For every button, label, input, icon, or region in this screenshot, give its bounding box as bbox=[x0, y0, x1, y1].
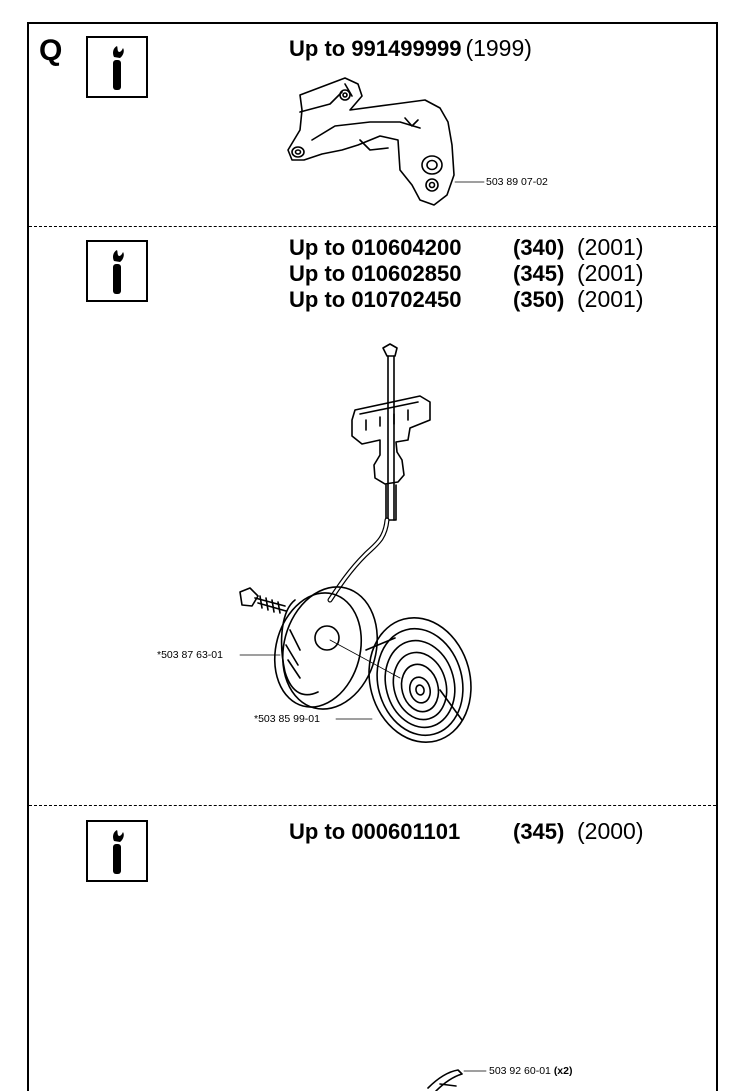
serial-range: Up to 991499999 bbox=[289, 36, 462, 61]
wrench-info-icon bbox=[86, 820, 148, 882]
section-letter: Q bbox=[39, 34, 63, 67]
section2-heading-line: Up to 010604200 (340) (2001) bbox=[289, 236, 643, 259]
serial-range: Up to 010604200 bbox=[289, 235, 462, 260]
recoil-spring-drawing bbox=[365, 616, 472, 744]
clip-part-drawing bbox=[427, 1069, 463, 1091]
part-quantity: (x2) bbox=[553, 1065, 573, 1077]
part-number: 503 92 60-01 bbox=[489, 1065, 551, 1077]
serial-range: Up to 010702450 bbox=[289, 287, 462, 312]
year: (2001) bbox=[577, 286, 644, 312]
serial-range: Up to 000601101 bbox=[289, 819, 461, 844]
year: (2001) bbox=[577, 234, 644, 260]
leader-line bbox=[329, 639, 401, 679]
starter-pulley-drawing bbox=[239, 586, 379, 710]
model-number: (350) bbox=[513, 287, 565, 312]
part-number-label: *503 85 99-01 bbox=[254, 713, 320, 725]
guard-part-drawing bbox=[287, 77, 455, 206]
wrench-info-icon bbox=[86, 240, 148, 302]
part-number-label: *503 87 63-01 bbox=[157, 649, 223, 661]
model-number: (340) bbox=[513, 235, 565, 260]
year: (2001) bbox=[577, 260, 644, 286]
section-divider-2 bbox=[29, 805, 716, 806]
section2-heading-line: Up to 010702450 (350) (2001) bbox=[289, 288, 643, 311]
wrench-info-icon bbox=[86, 36, 148, 98]
starter-handle-drawing bbox=[327, 343, 431, 603]
model-number: (345) bbox=[513, 261, 565, 286]
model-number: (345) bbox=[513, 819, 565, 844]
section1-heading: Up to 991499999(1999) bbox=[289, 37, 532, 60]
section3-heading: Up to 000601101 (345) (2000) bbox=[289, 820, 643, 843]
part-number-label: 503 92 60-01 (x2) bbox=[489, 1065, 573, 1077]
year: (1999) bbox=[465, 35, 532, 61]
part-number-label: 503 89 07-02 bbox=[486, 176, 548, 188]
serial-range: Up to 010602850 bbox=[289, 261, 462, 286]
section-divider-1 bbox=[29, 226, 716, 227]
section2-heading-line: Up to 010602850 (345) (2001) bbox=[289, 262, 643, 285]
page-frame bbox=[27, 22, 718, 1091]
year: (2000) bbox=[577, 818, 644, 844]
